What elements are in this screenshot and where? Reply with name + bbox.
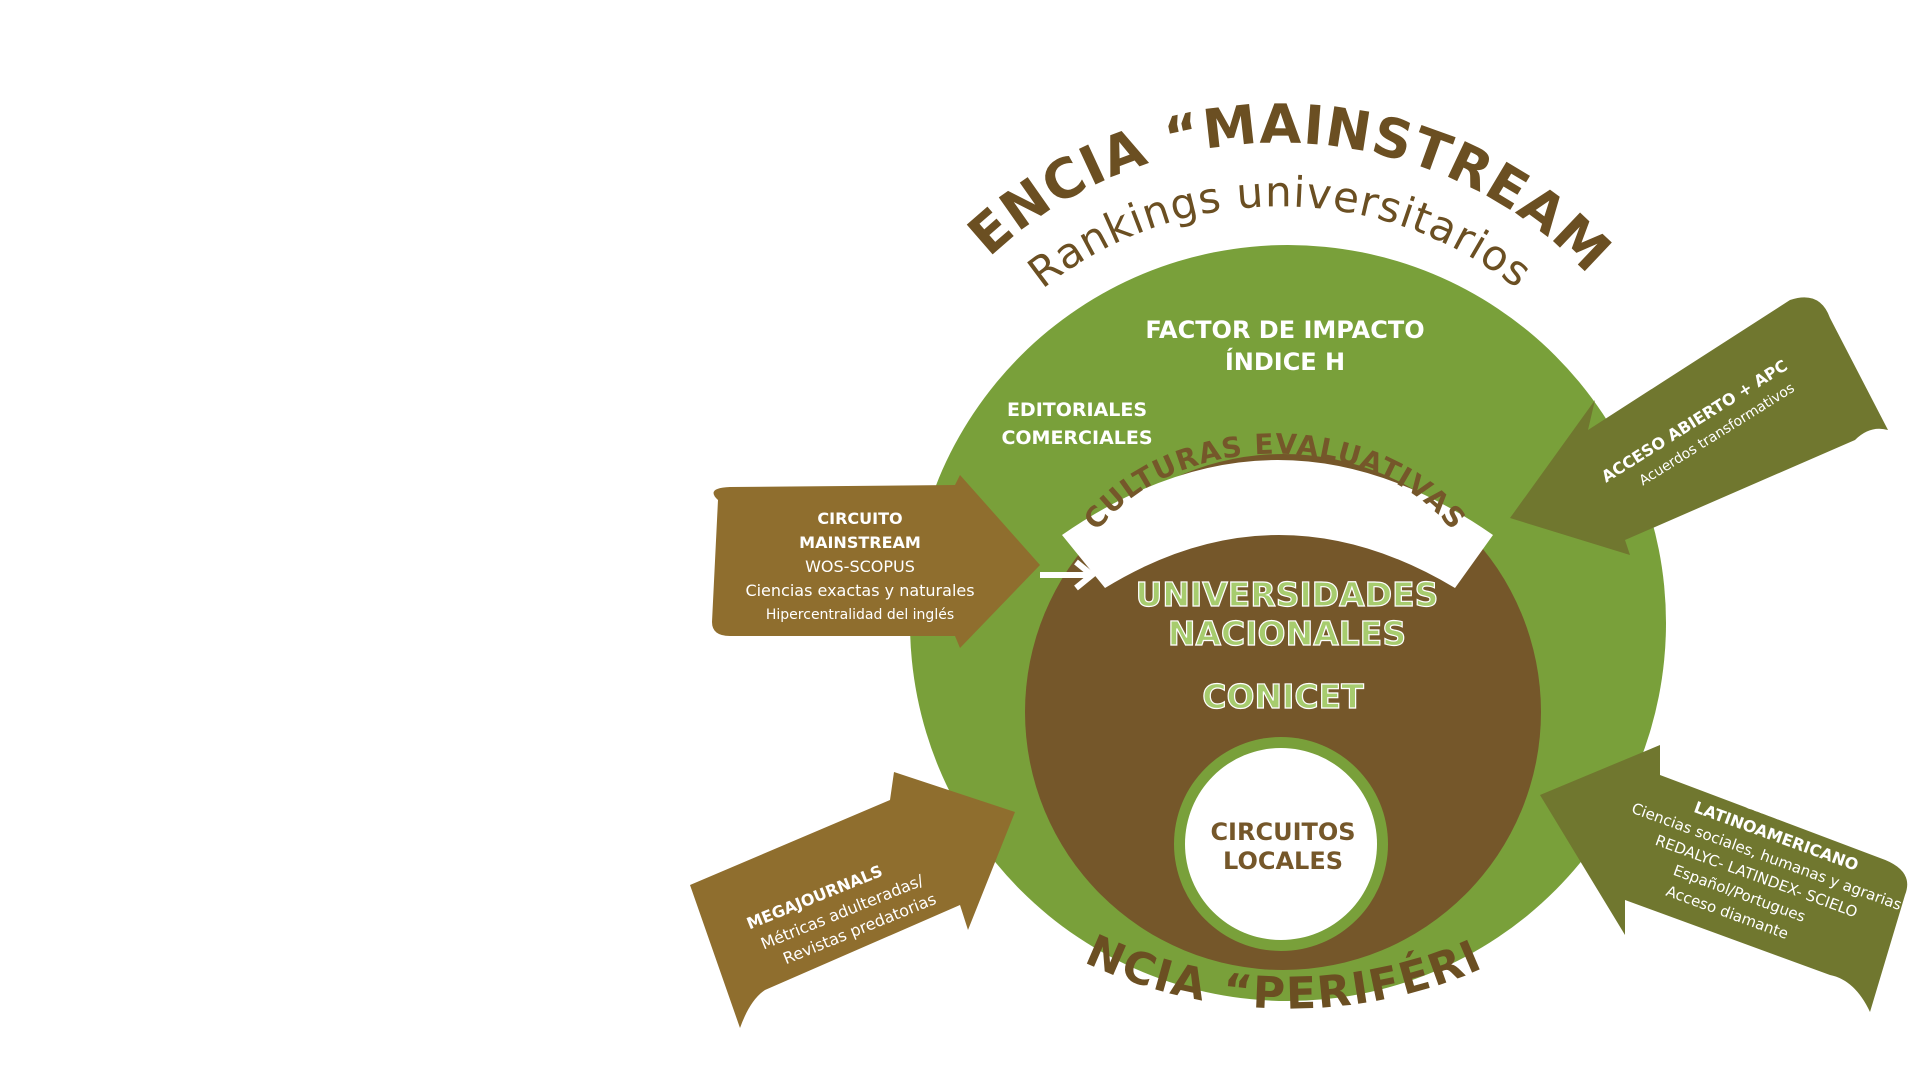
label-circuitos: CIRCUITOS xyxy=(1210,818,1355,846)
svg-text:CIENCIA “MAINSTREAM”: CIENCIA “MAINSTREAM” xyxy=(0,0,1623,285)
core-circle xyxy=(1185,748,1377,940)
label-locales: LOCALES xyxy=(1223,847,1343,875)
label-editoriales: EDITORIALES xyxy=(1007,399,1147,421)
arrow-circuito-latinoamericano xyxy=(1540,745,1908,1012)
label-nacionales: NACIONALES xyxy=(1168,614,1406,653)
mainstream-title-1: CIRCUITO xyxy=(817,509,902,528)
small-white-arrow-icon xyxy=(1040,559,1097,591)
label-indice-h: ÍNDICE H xyxy=(1225,347,1345,376)
mainstream-line-2: Ciencias exactas y naturales xyxy=(745,581,974,600)
title-ciencia-mainstream: CIENCIA “MAINSTREAM” xyxy=(0,0,1622,285)
arrow-megajournals xyxy=(690,772,1015,1028)
arrow-circuito-mainstream xyxy=(712,475,1040,648)
mainstream-line-3: Hipercentralidad del inglés xyxy=(766,607,954,623)
mainstream-line-1: WOS-SCOPUS xyxy=(805,557,915,576)
label-comerciales: COMERCIALES xyxy=(1001,427,1152,449)
inner-circle xyxy=(1025,454,1541,970)
culturas-evaluativas-band xyxy=(1062,460,1493,588)
label-universidades: UNIVERSIDADES xyxy=(1136,575,1439,614)
label-conicet: CONICET xyxy=(1202,677,1364,716)
mainstream-title-2: MAINSTREAM xyxy=(799,533,921,552)
arrow-acceso-abierto xyxy=(1510,297,1888,555)
label-factor-impacto: FACTOR DE IMPACTO xyxy=(1145,316,1424,344)
